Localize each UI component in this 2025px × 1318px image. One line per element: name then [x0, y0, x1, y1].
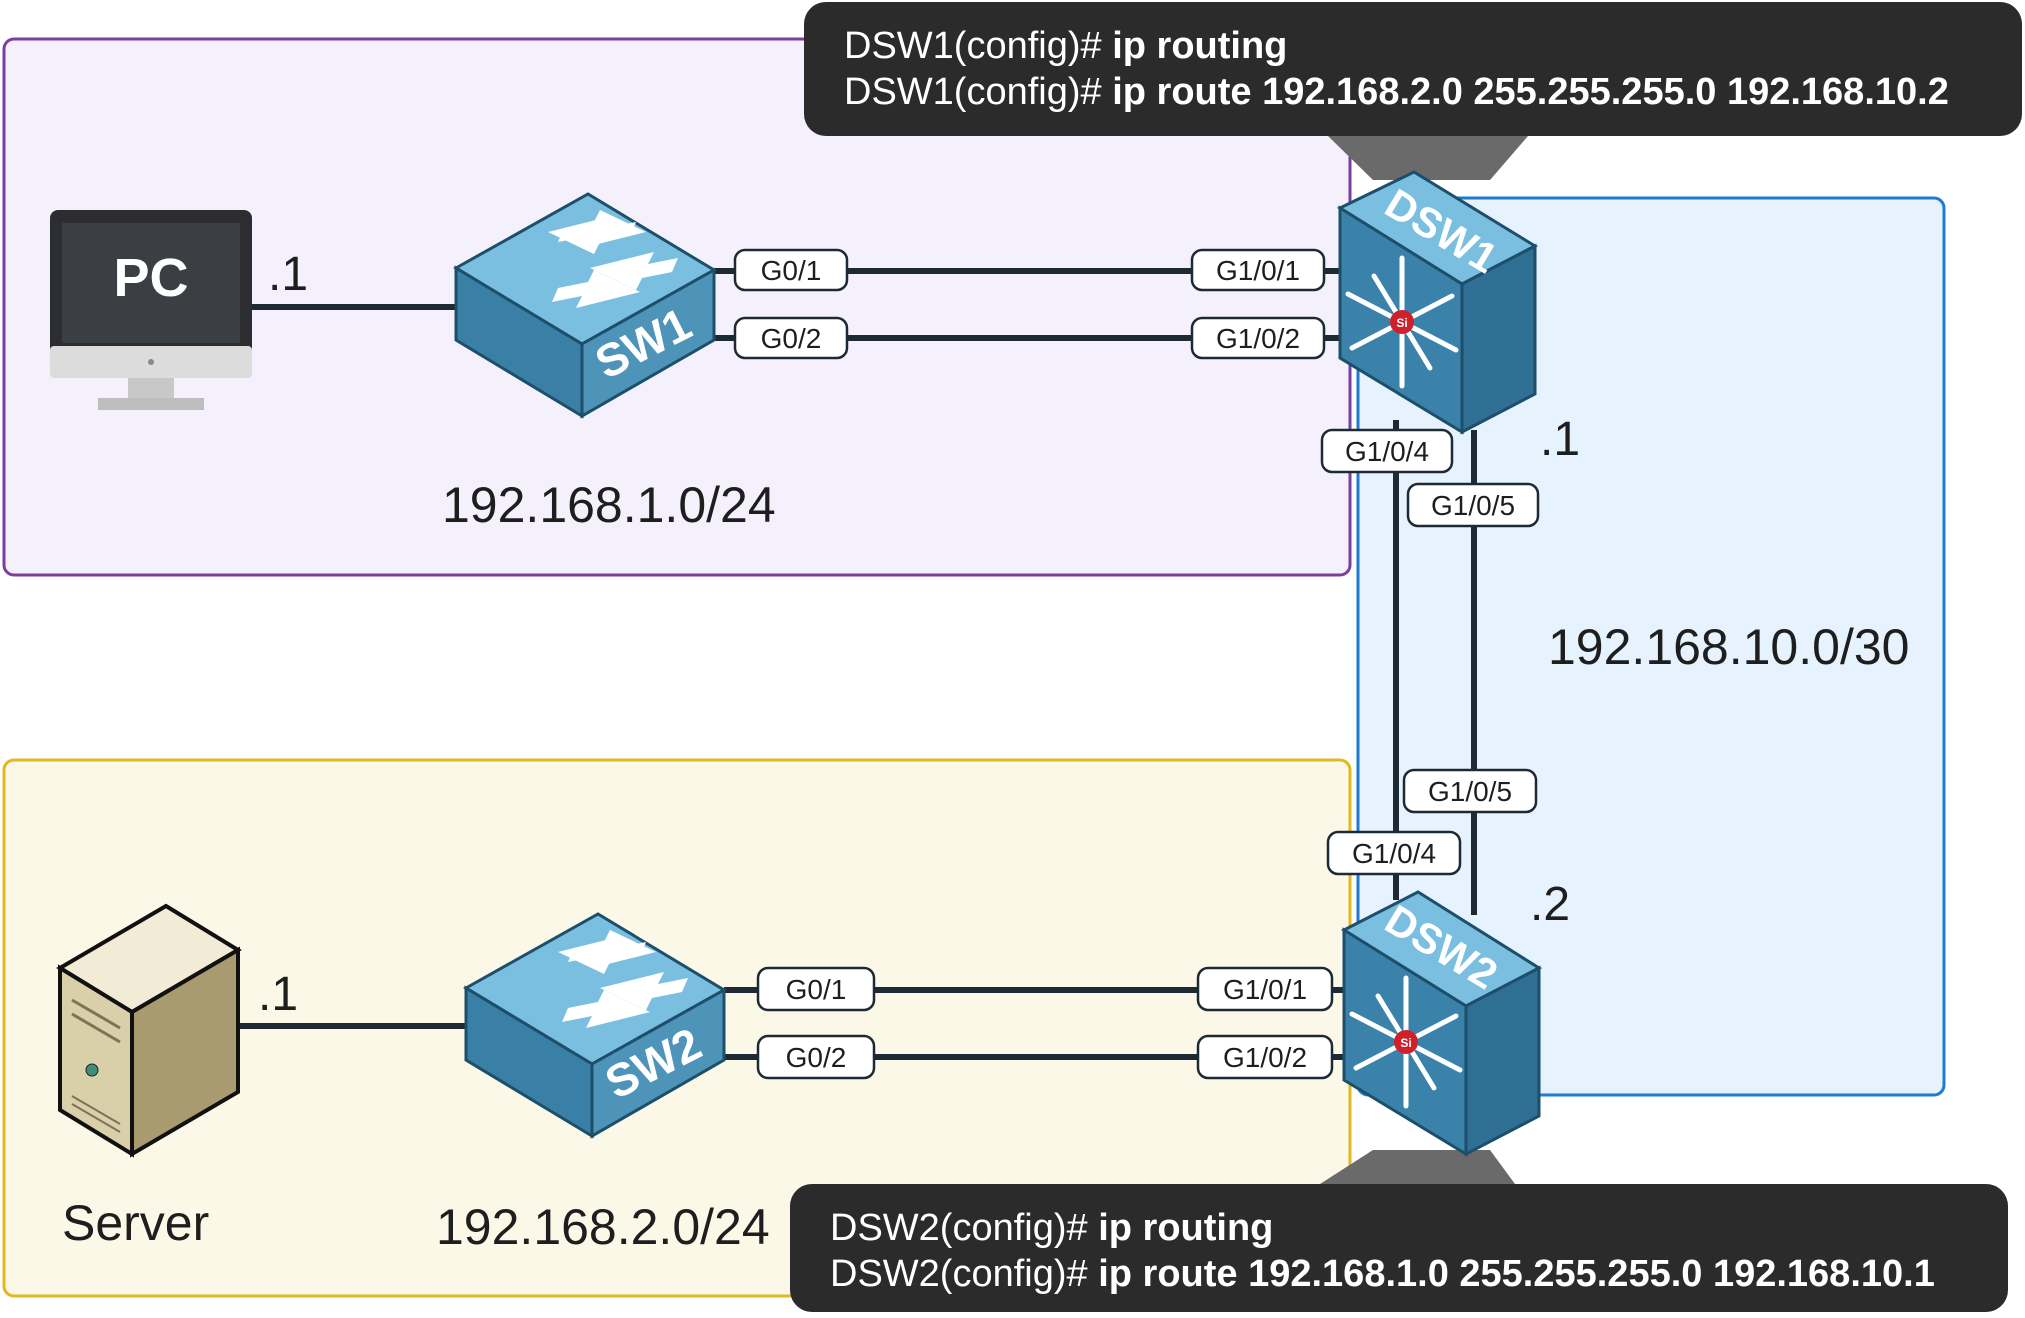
- cli-dsw2-line2: DSW2(config)# ip route 192.168.1.0 255.2…: [830, 1253, 1935, 1295]
- iface-label: G1/0/2: [1216, 323, 1300, 354]
- cli-prompt: DSW2(config)#: [830, 1207, 1098, 1249]
- iface-dsw2-g104: G1/0/4: [1326, 830, 1462, 876]
- cli-prompt: DSW1(config)#: [844, 71, 1112, 113]
- iface-sw2-g02: G0/2: [756, 1034, 876, 1080]
- cli-dsw2-line1: DSW2(config)# ip routing: [830, 1207, 1273, 1249]
- interface-labels: G0/1 G0/2 G1/0/1 G1/0/2 G1/0/4 G1/0/5 G1…: [733, 248, 1540, 1080]
- cli-command: ip route 192.168.1.0 255.255.255.0 192.1…: [1098, 1253, 1935, 1295]
- iface-label: G0/2: [786, 1042, 847, 1073]
- iface-sw1-g01: G0/1: [733, 248, 849, 292]
- dsw1-ip: .1: [1540, 413, 1580, 466]
- dsw1-si: Si: [1396, 316, 1407, 330]
- server-icon: [56, 903, 242, 1158]
- iface-dsw1-g102: G1/0/2: [1190, 316, 1326, 360]
- si-badge-icon: [1390, 310, 1414, 334]
- iface-sw1-g02: G0/2: [733, 316, 849, 360]
- iface-dsw1-g105: G1/0/5: [1406, 482, 1540, 528]
- cli-callout-dsw2: DSW2(config)# ip routing DSW2(config)# i…: [790, 1184, 2008, 1312]
- sw2-switch: SW2: [463, 912, 727, 1139]
- cli-command: ip routing: [1112, 25, 1287, 67]
- cli-prompt: DSW1(config)#: [844, 25, 1112, 67]
- subnet-lan2-label: 192.168.2.0/24: [436, 1199, 770, 1255]
- iface-label: G1/0/4: [1345, 436, 1429, 467]
- iface-dsw2-g102: G1/0/2: [1196, 1034, 1334, 1080]
- iface-label: G1/0/1: [1216, 255, 1300, 286]
- iface-dsw2-g105: G1/0/5: [1402, 768, 1538, 814]
- dsw2-si: Si: [1400, 1036, 1411, 1050]
- subnet-lan1-label: 192.168.1.0/24: [442, 477, 776, 533]
- switch-arrows-icon: [548, 210, 678, 308]
- zone-transit: [1356, 196, 1946, 1097]
- iface-label: G0/2: [761, 323, 822, 354]
- iface-sw2-g01: G0/1: [756, 966, 876, 1012]
- server-ip: .1: [258, 968, 298, 1021]
- subnet-transit-label: 192.168.10.0/30: [1548, 619, 1909, 675]
- iface-label: G1/0/5: [1428, 776, 1512, 807]
- iface-label: G0/1: [786, 974, 847, 1005]
- dsw2-ip: .2: [1530, 878, 1570, 931]
- cli-command: ip routing: [1098, 1207, 1273, 1249]
- sw1-switch: SW1: [453, 192, 717, 419]
- cli-dsw1-line1: DSW1(config)# ip routing: [844, 25, 1287, 67]
- pc-icon: PC: [50, 210, 252, 410]
- iface-dsw1-g104: G1/0/4: [1320, 428, 1454, 474]
- iface-label: G1/0/4: [1352, 838, 1436, 869]
- server-label: Server: [62, 1195, 209, 1251]
- iface-label: G0/1: [761, 255, 822, 286]
- callout-pointer-dsw2: [1320, 1150, 1515, 1184]
- iface-label: G1/0/2: [1223, 1042, 1307, 1073]
- pc-ip: .1: [268, 248, 308, 301]
- cli-dsw1-line2: DSW1(config)# ip route 192.168.2.0 255.2…: [844, 71, 1949, 113]
- si-badge-icon: [1394, 1030, 1418, 1054]
- iface-dsw1-g101: G1/0/1: [1190, 248, 1326, 292]
- iface-dsw2-g101: G1/0/1: [1196, 966, 1334, 1012]
- iface-label: G1/0/5: [1431, 490, 1515, 521]
- cli-prompt: DSW2(config)#: [830, 1253, 1098, 1295]
- iface-label: G1/0/1: [1223, 974, 1307, 1005]
- cli-command: ip route 192.168.2.0 255.255.255.0 192.1…: [1112, 71, 1949, 113]
- pc-label: PC: [113, 248, 188, 308]
- callout-pointer-dsw1: [1328, 136, 1528, 180]
- cli-callout-dsw1: DSW1(config)# ip routing DSW1(config)# i…: [804, 2, 2022, 136]
- switch-arrows-icon: [558, 930, 688, 1028]
- dsw1-multilayer-switch: DSW1 Si: [1336, 170, 1539, 435]
